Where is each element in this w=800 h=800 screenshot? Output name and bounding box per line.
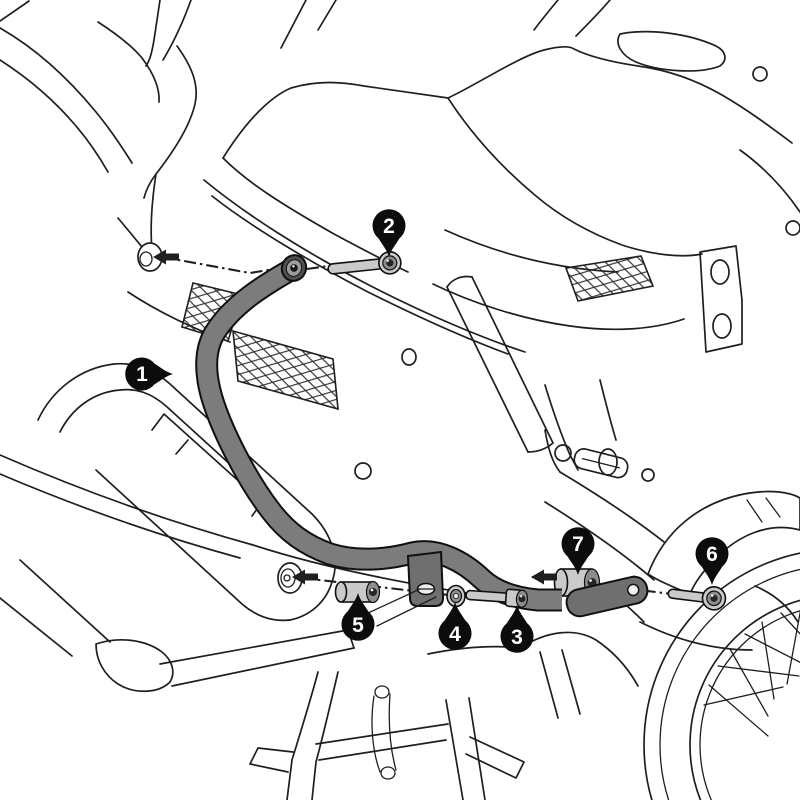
callout-number: 5 — [352, 614, 364, 637]
footpeg-hanger — [544, 384, 579, 471]
upper-mount-arrow-icon — [153, 249, 179, 265]
bar-end-paddle — [565, 575, 649, 618]
tail-outline — [447, 46, 793, 144]
callout-balloon — [341, 593, 375, 641]
callout-5-leader-lines — [365, 588, 437, 627]
callout-balloon — [372, 209, 406, 257]
spokes — [703, 609, 800, 737]
rim — [689, 599, 800, 800]
bolt-6-part — [667, 586, 727, 611]
callout-balloon — [561, 527, 595, 575]
callout-balloon — [695, 537, 729, 585]
callout-number: 4 — [449, 623, 461, 646]
bar-top-end-cap — [280, 254, 308, 282]
rear-mount-arrow-icon — [531, 569, 557, 585]
spacer-5-part — [334, 580, 381, 604]
callout-2: 2 — [372, 209, 406, 257]
callout-number: 3 — [511, 626, 523, 649]
callouts: 1 2 3 4 5 6 7 — [125, 209, 729, 653]
swingarm — [559, 471, 675, 551]
callout-5: 5 — [341, 593, 375, 641]
upper-mount-axis — [161, 255, 282, 275]
bar-bracket-tab — [406, 550, 445, 607]
bolt-3-part — [465, 588, 529, 608]
callout-number: 6 — [706, 543, 718, 566]
callout-number: 1 — [136, 363, 148, 386]
crash-bar-tube — [197, 259, 562, 610]
callout-number: 7 — [572, 533, 584, 556]
mesh-grille-right — [564, 255, 655, 302]
callout-4: 4 — [438, 602, 472, 650]
grab-rail — [617, 30, 726, 72]
rear-wheel — [643, 552, 800, 800]
direction-arrows — [153, 249, 557, 585]
washer-4-part — [446, 584, 466, 608]
frame-bracket — [699, 245, 743, 353]
callout-3: 3 — [500, 605, 534, 653]
windscreen-edge — [145, 0, 161, 67]
callout-7: 7 — [561, 527, 595, 575]
callout-6: 6 — [695, 537, 729, 585]
callout-balloon — [438, 602, 472, 650]
callout-balloon — [125, 357, 173, 391]
tire-outer — [643, 552, 800, 800]
callout-number: 2 — [383, 215, 395, 238]
center-stand — [249, 671, 525, 800]
crash-bar-part — [195, 254, 649, 618]
mesh-grille-left-large — [232, 329, 339, 411]
front-fairing — [97, 21, 143, 59]
seat-outline — [222, 81, 449, 159]
stand-spring — [371, 695, 381, 773]
callout-balloon — [500, 605, 534, 653]
callout-1: 1 — [125, 357, 173, 391]
lower-mount-arrow-icon — [292, 569, 318, 585]
bolt-2-part — [327, 251, 402, 275]
